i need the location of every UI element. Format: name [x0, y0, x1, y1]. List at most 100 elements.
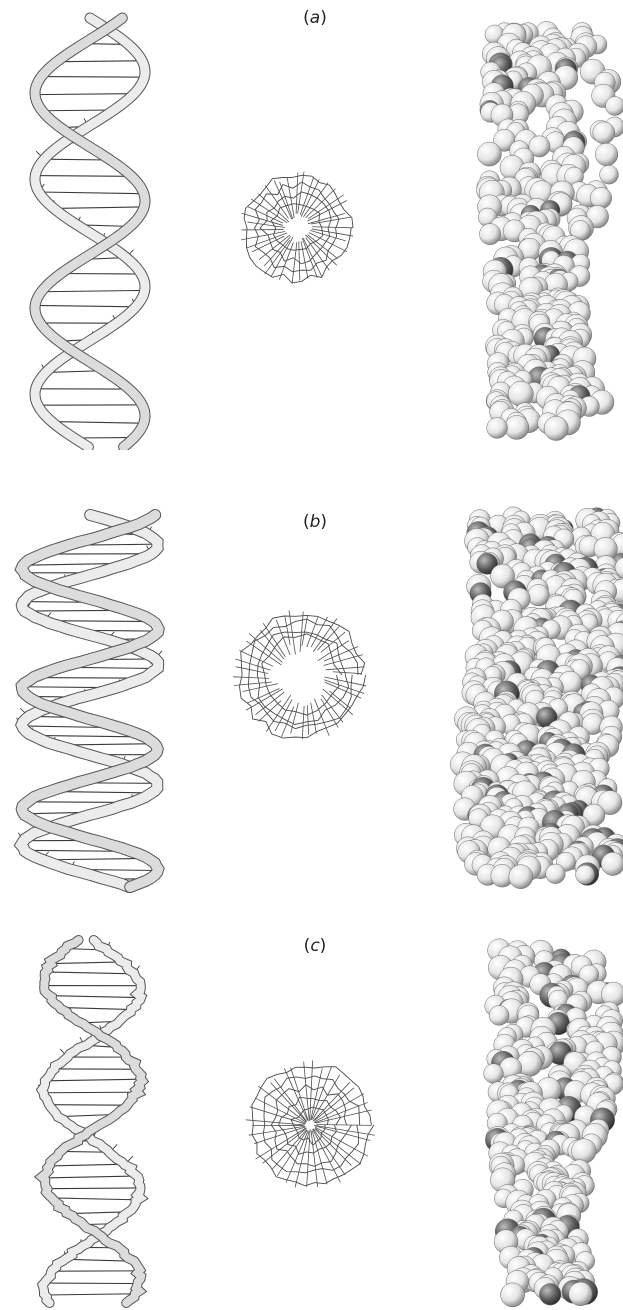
base-pair-stick [54, 207, 144, 209]
space-filling-model [477, 21, 623, 440]
wire-spoke [266, 695, 291, 732]
atom-sphere [593, 122, 615, 144]
wire-spoke [260, 630, 284, 659]
helix-ribbon-side-view [32, 18, 149, 447]
atom-sphere [544, 416, 568, 440]
base-pair-stick [41, 77, 144, 78]
wire-spoke [246, 1120, 305, 1125]
atom-sphere [576, 865, 595, 884]
base-pair-stick [63, 1008, 131, 1010]
atom-sphere [489, 1006, 509, 1026]
base-pair-stick [60, 1115, 112, 1117]
wire-spoke [312, 227, 352, 228]
base-pair-stick [60, 273, 141, 274]
base-pair-stick [35, 176, 130, 177]
wire-spoke [311, 703, 317, 734]
panel-a: (a) [0, 0, 623, 450]
wire-ring [262, 634, 342, 715]
wire-spoke [243, 684, 278, 692]
wire-spoke [314, 699, 329, 736]
wire-ring [252, 1067, 374, 1186]
base-pair-stick [39, 192, 143, 194]
wire-spoke [310, 1060, 313, 1119]
wire-spoke [315, 1127, 368, 1156]
helix-axial-view [241, 172, 353, 284]
wire-ring [240, 615, 366, 738]
wire-spoke [300, 612, 303, 652]
helix-ribbon-side-view [38, 940, 144, 1303]
wire-spoke [285, 616, 290, 645]
wire-spoke [263, 623, 285, 657]
wire-spoke [296, 173, 298, 214]
atom-sphere [606, 97, 623, 116]
atom-sphere [546, 864, 566, 884]
atom-sphere [539, 1284, 561, 1306]
wire-spoke [329, 691, 350, 708]
wire-spoke [242, 213, 283, 225]
atom-sphere [505, 415, 529, 439]
wire-spoke [258, 194, 288, 222]
base-pair-stick [45, 1188, 139, 1189]
panel-a-graphic [0, 0, 623, 450]
wire-spoke [282, 706, 294, 736]
base-pair-stick [45, 1294, 135, 1295]
wire-spoke [326, 667, 365, 670]
atom-sphere [509, 865, 533, 889]
base-pair-stick [52, 422, 145, 424]
panel-c-graphic [0, 920, 623, 1310]
space-filling-model [484, 939, 623, 1307]
wire-spoke [247, 222, 284, 227]
base-pair-stick [41, 110, 114, 111]
atom-sphere [590, 187, 611, 208]
atom-sphere [480, 224, 501, 245]
wire-spoke [239, 650, 273, 666]
base-pair-stick [35, 305, 136, 306]
base-pair-stick [46, 1079, 140, 1081]
wire-spoke [271, 237, 293, 277]
space-filling-model [450, 507, 623, 889]
atom-sphere [595, 143, 618, 166]
base-pair-stick [35, 94, 134, 95]
helix-ribbon-side-view [17, 515, 163, 887]
atom-sphere [601, 852, 623, 875]
wire-spoke [307, 705, 308, 735]
wire-spoke [259, 235, 290, 259]
base-pair-stick [49, 1105, 126, 1106]
wire-spoke [235, 659, 270, 670]
wire-spoke [299, 241, 300, 280]
panel-b: (b) [0, 497, 623, 897]
base-pair-stick [58, 61, 142, 62]
base-pair-stick [42, 290, 144, 291]
base-pair-stick [65, 1259, 131, 1261]
base-pair-stick [52, 962, 123, 964]
base-pair-stick [51, 996, 139, 998]
wire-spoke [233, 677, 269, 679]
atom-sphere [487, 418, 508, 439]
wire-spoke [315, 1128, 361, 1164]
wire-spoke [301, 241, 308, 278]
wire-ring [244, 175, 353, 283]
base-pair-stick [44, 1176, 135, 1178]
atom-sphere [508, 381, 533, 406]
base-pair-stick [45, 972, 134, 974]
helix-axial-view [233, 610, 366, 739]
panel-b-graphic [0, 497, 623, 897]
wire-spoke [249, 633, 282, 662]
wire-spoke [304, 1062, 310, 1121]
wire-spoke [291, 703, 299, 734]
atom-sphere [569, 1282, 593, 1306]
wire-spoke [292, 242, 297, 283]
wire-spoke [247, 689, 279, 704]
atom-sphere [501, 1283, 525, 1307]
base-pair-stick [50, 1164, 125, 1166]
atom-sphere [528, 584, 550, 606]
atom-sphere [600, 165, 619, 184]
panel-c: (c) [0, 920, 623, 1310]
atom-sphere [477, 142, 501, 166]
wire-spoke [265, 185, 288, 218]
wire-spoke [246, 689, 283, 710]
helix-axial-view [246, 1060, 375, 1187]
base-pair-stick [53, 1198, 138, 1200]
atom-sphere [572, 1139, 597, 1164]
wire-spoke [324, 655, 363, 666]
